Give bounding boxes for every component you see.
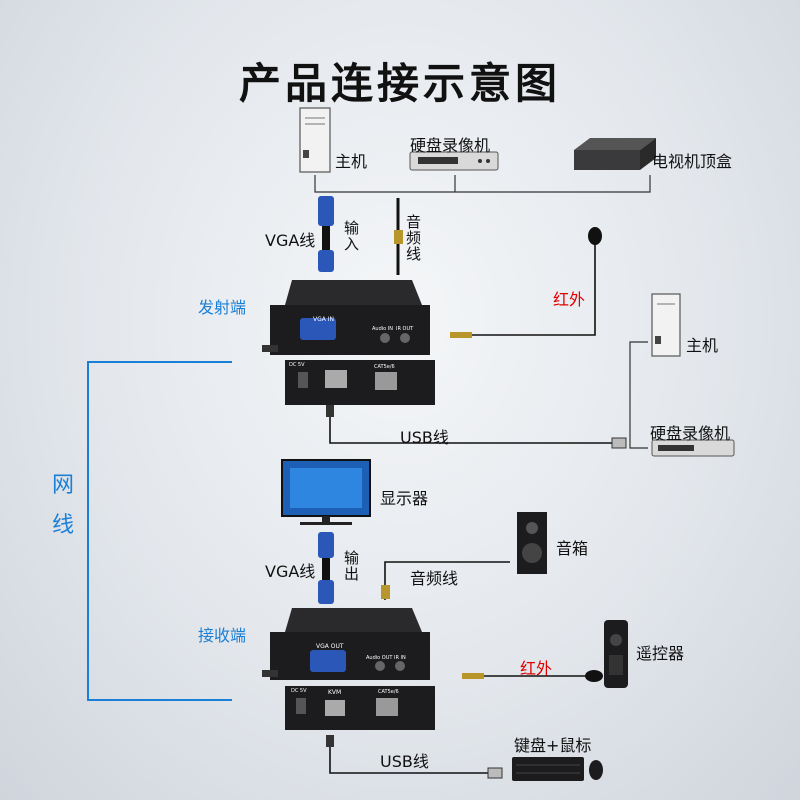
usb-top-label: USB线 <box>400 428 449 447</box>
ir-bottom-label: 红外 <box>520 659 553 678</box>
audio-cable-bottom <box>381 561 510 600</box>
cat-bottom-mark: CAT5e/6 <box>378 689 399 695</box>
receiver-device <box>262 608 435 730</box>
dc5v-top-mark: DC 5V <box>289 362 305 368</box>
network-cable-label: 网线 <box>52 473 75 538</box>
host-pc-right-icon <box>651 293 681 357</box>
audio-cable-bottom-label: 音频线 <box>410 569 459 588</box>
host-top-label: 主机 <box>335 152 368 171</box>
input-label: 输入 <box>344 219 360 253</box>
dvr-top-icon <box>409 151 499 171</box>
dvr-right-label: 硬盘录像机 <box>650 424 731 443</box>
monitor-label: 显示器 <box>380 489 429 508</box>
usb-cable-bottom <box>326 735 503 779</box>
ir-top-label: 红外 <box>553 290 586 309</box>
receiver-label: 接收端 <box>198 626 247 645</box>
ir-receiver-cable-bottom <box>462 670 603 682</box>
top-source-bus <box>314 175 651 193</box>
usb-cable-top <box>326 405 627 449</box>
speaker-icon <box>517 512 547 574</box>
network-cable-bracket <box>87 361 232 701</box>
speaker-label: 音箱 <box>556 539 589 558</box>
vga-cable-bottom <box>318 532 334 604</box>
audio-cable-top <box>394 198 403 275</box>
host-pc-top-icon <box>299 107 331 173</box>
host-right-label: 主机 <box>686 336 719 355</box>
ir-out-mark: IR OUT <box>396 326 414 332</box>
transmitter-label: 发射端 <box>198 298 247 317</box>
vga-top-label: VGA线 <box>265 231 316 250</box>
vga-out-mark: VGA OUT <box>316 643 344 650</box>
audio-cable-top-label: 音频线 <box>406 213 422 263</box>
usb-bottom-label: USB线 <box>380 752 429 771</box>
dvr-top-label: 硬盘录像机 <box>410 136 491 155</box>
monitor-icon <box>281 459 371 525</box>
audio-out-mark: Audio OUT <box>366 655 393 661</box>
page-title: 产品连接示意图 <box>238 59 561 108</box>
set-top-box-icon <box>574 138 656 170</box>
ir-in-mark: IR IN <box>394 655 406 661</box>
cat-top-mark: CAT5e/6 <box>374 364 395 370</box>
vga-bottom-label: VGA线 <box>265 562 316 581</box>
remote-control-icon <box>604 620 628 688</box>
keyboard-mouse-icon <box>512 757 603 781</box>
vga-in-mark: VGA IN <box>313 316 334 323</box>
output-label: 输出 <box>344 549 360 583</box>
dc5v-bottom-mark: DC 5V <box>291 688 307 694</box>
dvr-right-icon <box>651 439 735 457</box>
kvm-mark: KVM <box>328 689 341 696</box>
ir-emitter-cable-top <box>450 227 602 338</box>
right-source-bracket <box>629 341 648 449</box>
remote-label: 遥控器 <box>636 644 685 663</box>
vga-cable-top <box>318 196 334 272</box>
stb-label: 电视机顶盒 <box>652 152 733 171</box>
audio-in-mark: Audio IN <box>372 326 393 332</box>
keyboard-mouse-label: 键盘+鼠标 <box>514 736 592 755</box>
transmitter-device <box>262 280 435 405</box>
